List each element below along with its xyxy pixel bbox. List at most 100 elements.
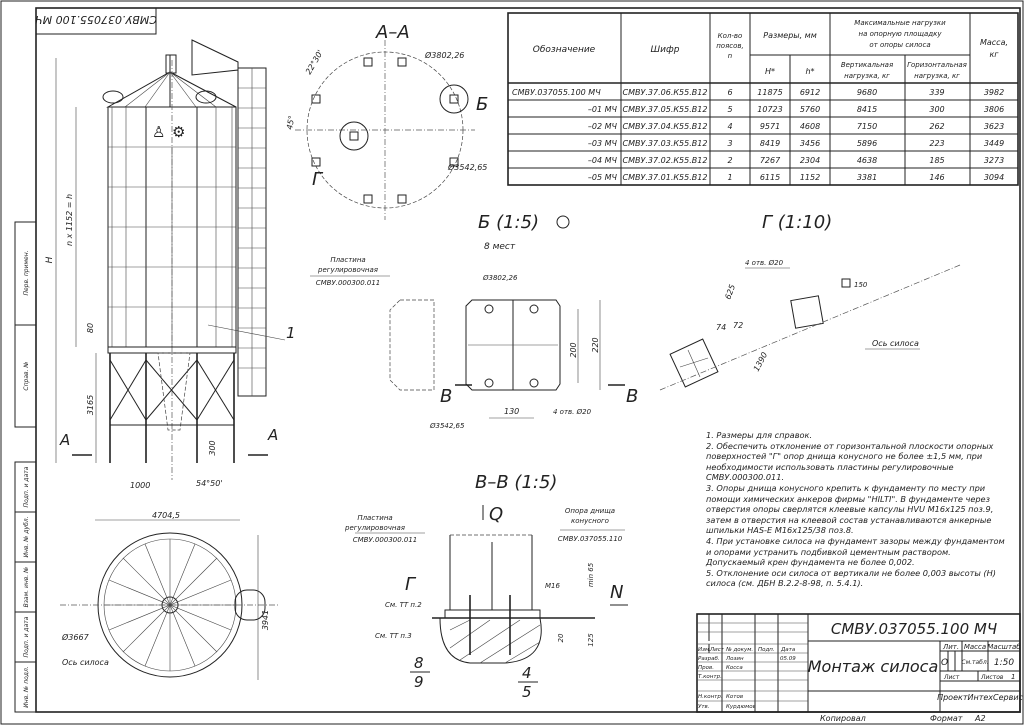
- section-AA: А–А Ø3802,26 Ø3542,65 22°30' 45° Б Г: [285, 22, 488, 220]
- note-2: 2. Обеспечить отклонение от горизонтальн…: [706, 440, 994, 483]
- dim-G-74: 74: [716, 323, 726, 332]
- cut-mark-B-right: В: [626, 386, 638, 407]
- dim-plan-depth: 3941: [261, 610, 270, 630]
- detail-G-title: Г (1:10): [762, 212, 832, 233]
- dim-300: 300: [208, 440, 217, 455]
- pos-8: 8: [414, 654, 424, 672]
- th-sizes: Размеры, мм: [763, 31, 817, 40]
- section-VV: В–В (1:5) Q N Г Пластина регулировочная …: [344, 472, 628, 701]
- table-cell: 1152: [800, 173, 820, 182]
- section-VV-title: В–В (1:5): [475, 472, 557, 493]
- th-loads: Максимальные нагрузки: [854, 19, 946, 27]
- th-horiz: Горизонтальная: [907, 61, 967, 69]
- table-cell: СМВУ.37.04.К55.В12: [623, 122, 708, 131]
- strip-label: Инв. № подл.: [23, 666, 30, 707]
- callout-1: 1: [286, 324, 296, 342]
- mass-label: Масса: [964, 643, 986, 651]
- role-name: Курдюмов: [726, 704, 756, 710]
- strip-label: Подп. и дата: [23, 466, 30, 507]
- stamp-text: СМВУ.037055.100 МЧ: [35, 13, 157, 26]
- doc-number: СМВУ.037055.100 МЧ: [831, 620, 997, 638]
- lit-label: Лит.: [942, 643, 959, 651]
- plate-label-line: регулировочная: [344, 524, 405, 532]
- mass-value: См.табл.: [961, 659, 988, 666]
- dim-M16: М16: [545, 582, 560, 590]
- person-icon: ♙: [152, 123, 165, 141]
- table-cell: 3381: [857, 173, 877, 182]
- table-cell: 5896: [857, 139, 877, 148]
- table-cell: 300: [929, 105, 944, 114]
- axis-G-label: Ось силоса: [872, 339, 919, 348]
- table-cell: 3094: [984, 173, 1004, 182]
- dim-AA-ang1: 22°30': [304, 48, 325, 76]
- col-head: Изм.: [698, 647, 711, 653]
- plate-label-line: Пластина: [357, 514, 392, 522]
- role-label: Н.контр.: [698, 694, 723, 700]
- table-cell: 5: [727, 105, 732, 114]
- dim-H: H: [45, 256, 55, 263]
- holes-B-label: 4 отв. Ø20: [553, 408, 592, 416]
- dim-G-150: 150: [854, 281, 868, 289]
- role-label: Т.контр.: [698, 674, 722, 680]
- dim-plan-width: 4704,5: [152, 511, 180, 520]
- table-cell: 185: [929, 156, 944, 165]
- dim-20: 20: [557, 633, 565, 642]
- dim-125: 125: [587, 633, 595, 647]
- role-name: Лозин: [725, 656, 744, 662]
- dim-B-220: 220: [591, 337, 600, 352]
- table-cell: 3623: [984, 122, 1004, 131]
- mark-G-VV: Г: [405, 574, 417, 595]
- table-cell: 8419: [760, 139, 780, 148]
- dim-min65: min 65: [587, 562, 595, 587]
- dim-angle: 54°50': [196, 479, 223, 488]
- rotated-stamp: СМВУ.037055.100 МЧ: [35, 7, 157, 35]
- dim-AA-d1: Ø3802,26: [424, 50, 464, 60]
- sheets-label: Листов: [980, 674, 1004, 681]
- th-loads: от опоры силоса: [869, 41, 930, 49]
- holes-G-label: 4 отв. Ø20: [745, 259, 784, 267]
- sheet-label: Лист: [943, 674, 960, 681]
- drawing-name: Монтаж силоса: [808, 657, 939, 676]
- table-cell: 9680: [857, 88, 877, 97]
- table-cell: 6115: [760, 173, 780, 182]
- dim-B-d2: Ø3542,65: [429, 422, 465, 430]
- dim-G-72: 72: [733, 321, 743, 330]
- col-head: Лист: [709, 647, 725, 653]
- side-strip: Перв. примен. Справ. № Подп. и дата Инв.…: [14, 221, 37, 713]
- format-value: А2: [974, 714, 986, 723]
- note-ref-tt3: См. ТТ п.3: [375, 632, 412, 640]
- table-cell: 4608: [800, 122, 820, 131]
- copied-label: Копировал: [820, 714, 866, 723]
- detail-B-title: Б (1:5): [478, 212, 539, 233]
- pos-9: 9: [414, 673, 424, 691]
- table-cell: 262: [929, 122, 944, 131]
- scale-value: 1:50: [994, 658, 1014, 668]
- th-mass: Масса,: [980, 38, 1008, 47]
- dim-B-d1: Ø3802,26: [482, 274, 518, 282]
- table-cell: 3449: [984, 139, 1004, 148]
- note-ref-tt2: См. ТТ п.2: [385, 601, 422, 609]
- support-label-line: СМВУ.037055.110: [558, 535, 623, 543]
- strip-label: Инв. № дубл.: [23, 516, 30, 557]
- plan-axis-label: Ось силоса: [62, 658, 109, 667]
- th-mass: кг: [989, 50, 999, 59]
- table-cell: 8415: [857, 105, 877, 114]
- table-cell: 5760: [800, 105, 820, 114]
- table-cell: 4: [727, 122, 732, 131]
- table-cell: 3456: [800, 139, 820, 148]
- silo-plan-view: 4704,5 Ø3667 Ось силоса 3941: [60, 511, 280, 680]
- role-name: Котов: [726, 694, 743, 700]
- spec-table: Обозначение Шифр Кол-во поясов, n Размер…: [507, 12, 1019, 186]
- dim-B-130: 130: [504, 407, 519, 416]
- table-cell: –02 МЧ: [588, 122, 618, 131]
- table-cell: –03 МЧ: [588, 139, 618, 148]
- scale-label: Масштаб: [987, 643, 1021, 651]
- table-cell: СМВУ.037055.100 МЧ: [512, 88, 601, 97]
- role-name: Косса: [726, 665, 743, 671]
- dim-3165: 3165: [86, 395, 95, 415]
- note-5: 5. Отклонение оси силоса от вертикали не…: [706, 567, 996, 589]
- table-cell: 7267: [760, 156, 781, 165]
